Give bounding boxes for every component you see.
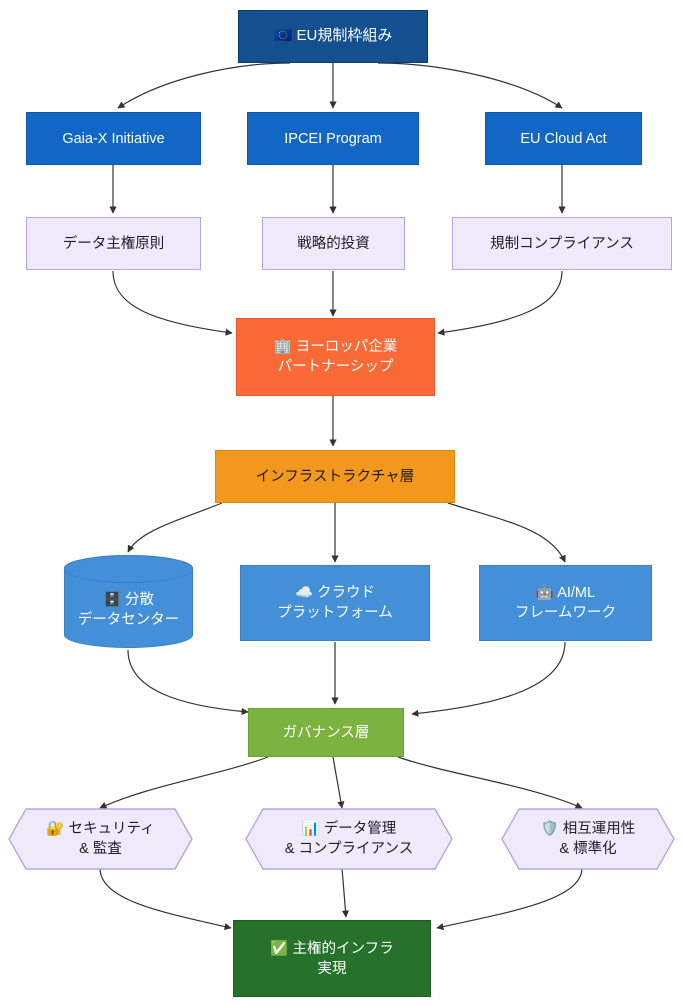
node-label: ガバナンス層	[282, 724, 370, 741]
edge-security-to-outcome	[99, 867, 232, 931]
node-ai-ml-framework[interactable]: 🤖 AI/ML フレームワーク	[479, 565, 652, 641]
node-interoperability-and-standardization[interactable]: 🛡️ 相互運用性 & 標準化	[501, 808, 675, 870]
node-label: EU Cloud Act	[520, 130, 607, 147]
edge-root-to-gaia_x	[117, 62, 291, 109]
edge-governance_layer-to-security	[99, 756, 269, 809]
node-eu-regulatory-framework[interactable]: 🇪🇺 EU規制枠組み	[238, 10, 428, 63]
node-eu-cloud-act[interactable]: EU Cloud Act	[485, 112, 642, 165]
node-label: ☁️ クラウド プラットフォーム	[277, 585, 393, 621]
hexagon-shape	[245, 808, 453, 870]
edge-datacenter-to-governance_layer	[127, 649, 249, 716]
node-label: 🤖 AI/ML フレームワーク	[514, 585, 617, 621]
node-label: ✅ 主権的インフラ 実現	[270, 940, 394, 977]
edge-governance_layer-to-interoperability	[397, 756, 583, 809]
node-sovereign-infrastructure-achieved[interactable]: ✅ 主権的インフラ 実現	[233, 920, 431, 997]
edge-data_management-to-outcome	[341, 867, 350, 918]
node-governance-layer[interactable]: ガバナンス層	[248, 708, 404, 757]
node-label: Gaia-X Initiative	[62, 130, 165, 147]
node-european-enterprise-partnership[interactable]: 🏢 ヨーロッパ企業 パートナーシップ	[236, 318, 435, 396]
edge-data_sovereignty-to-partnership	[112, 270, 233, 336]
node-label: 🗄️ 分散 データセンター	[77, 591, 180, 628]
node-data-management-and-compliance[interactable]: 📊 データ管理 & コンプライアンス	[245, 808, 453, 870]
edge-interoperability-to-outcome	[436, 867, 583, 931]
edge-ai_ml-to-governance_layer	[411, 641, 566, 717]
node-regulatory-compliance[interactable]: 規制コンプライアンス	[452, 217, 672, 270]
node-label: インフラストラクチャ層	[255, 468, 415, 485]
edge-governance_layer-to-data_management	[332, 756, 345, 809]
node-cloud-platform[interactable]: ☁️ クラウド プラットフォーム	[240, 565, 430, 641]
node-distributed-datacenter[interactable]: 🗄️ 分散 データセンター	[64, 555, 193, 648]
node-label: 規制コンプライアンス	[490, 235, 634, 252]
edge-root-to-cloud_act	[377, 62, 563, 109]
node-label: 📊 データ管理 & コンプライアンス	[284, 821, 414, 857]
hexagon-shape	[501, 808, 675, 870]
node-label: IPCEI Program	[284, 130, 382, 147]
node-label: 🛡️ 相互運用性 & 標準化	[540, 821, 636, 857]
edge-infrastructure_layer-to-ai_ml	[447, 502, 566, 563]
edge-infrastructure_layer-to-datacenter	[127, 502, 223, 553]
node-label: データ主権原則	[62, 235, 165, 252]
edge-regulatory_compliance-to-partnership	[437, 270, 563, 336]
node-label: 🔐 セキュリティ & 監査	[46, 821, 155, 857]
node-label: 戦略的投資	[297, 235, 370, 252]
node-infrastructure-layer[interactable]: インフラストラクチャ層	[215, 450, 455, 503]
node-ipcei-program[interactable]: IPCEI Program	[247, 112, 419, 165]
node-data-sovereignty-principle[interactable]: データ主権原則	[26, 217, 201, 270]
node-gaia-x-initiative[interactable]: Gaia-X Initiative	[26, 112, 201, 165]
node-strategic-investment[interactable]: 戦略的投資	[262, 217, 405, 270]
node-security-and-audit[interactable]: 🔐 セキュリティ & 監査	[8, 808, 193, 870]
node-label: 🇪🇺 EU規制枠組み	[273, 27, 393, 45]
node-label: 🏢 ヨーロッパ企業 パートナーシップ	[273, 339, 398, 375]
